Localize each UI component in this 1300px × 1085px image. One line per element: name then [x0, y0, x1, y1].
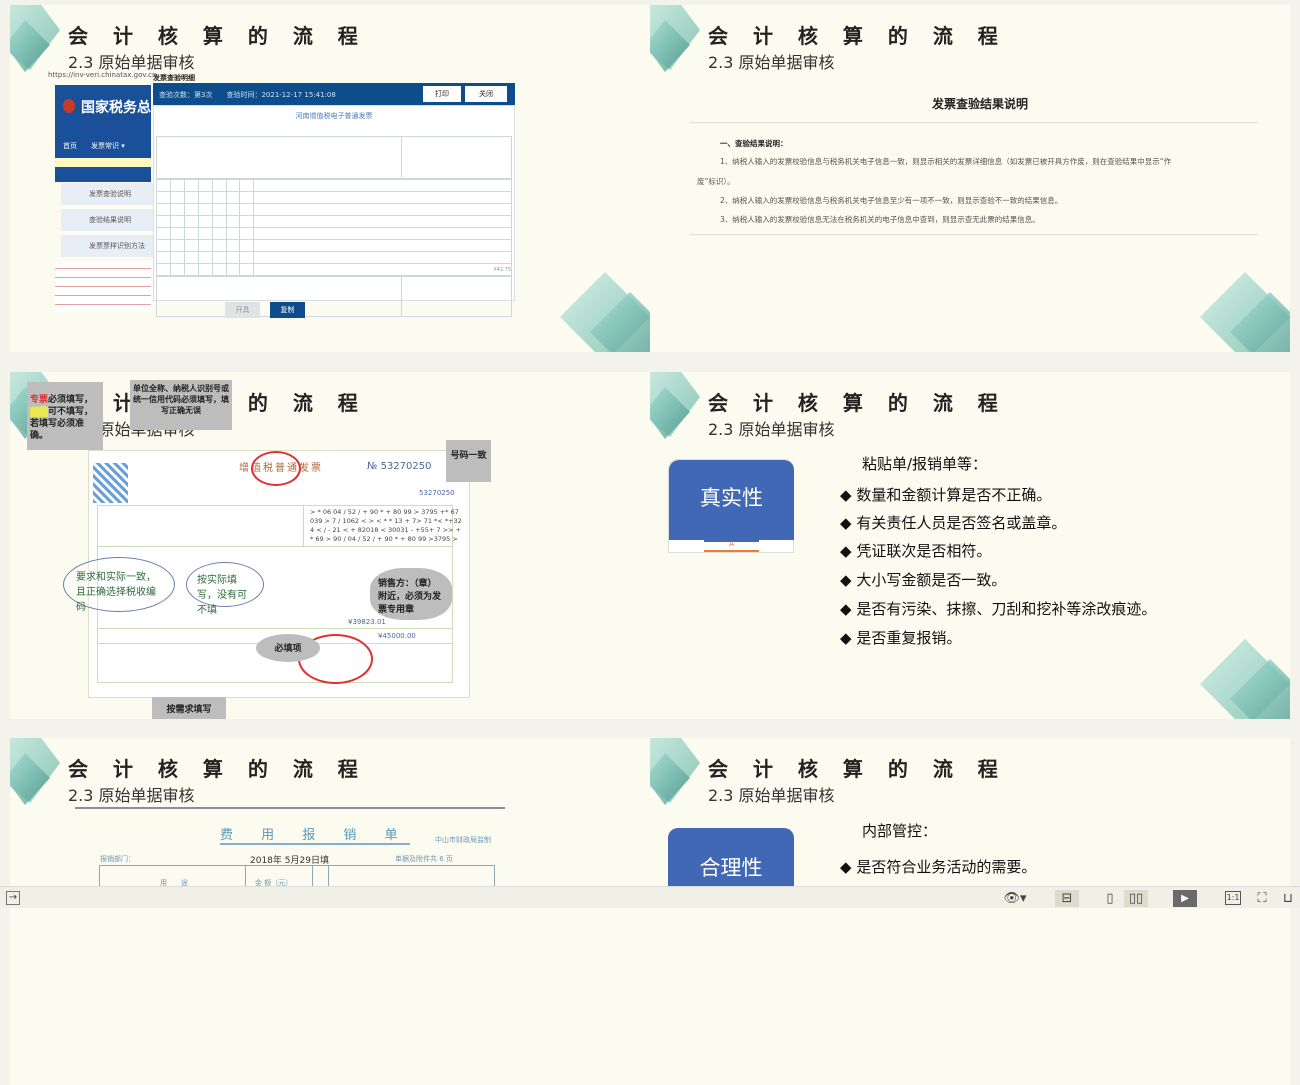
slide-subtitle: 2.3 原始单据审核 — [68, 53, 195, 72]
tax-site-banner: 国家税务总 首页 发票常识 ▾ — [55, 85, 151, 182]
nav-knowledge: 发票常识 ▾ — [91, 142, 125, 150]
eye-icon[interactable]: 👁▾ — [1003, 891, 1027, 906]
two-page-icon[interactable]: ▯▯ — [1124, 890, 1148, 907]
dept-label: 报销部门： — [100, 855, 135, 863]
close-button: 关闭 — [465, 86, 507, 102]
amount-big: ¥45000.00 — [378, 632, 416, 640]
cipher-area: > * 06 04 / 52 / + 90 * + 80 99 > 3795 +… — [310, 508, 462, 543]
attachments: 单据及附件共 6 页 — [395, 855, 453, 863]
nav-home: 首页 — [63, 142, 77, 150]
slide-title: 会 计 核 算 的 流 程 — [68, 757, 367, 781]
result-heading: 发票查验结果说明 — [931, 97, 1028, 111]
bullet-item: ◆ 是否有污染、抹擦、刀刮和挖补等涂改痕迹。 — [840, 600, 1157, 618]
callout-number-match: 号码一致 — [446, 440, 491, 482]
fit-window-icon[interactable]: ⛶ — [1257, 891, 1267, 906]
invoice-number-2: 53270250 — [419, 489, 455, 497]
tax-seal-icon — [251, 451, 301, 486]
slide-subtitle: 2.3 原始单据审核 — [708, 786, 835, 805]
slide-subtitle: 2.3 原始单据审核 — [708, 420, 835, 439]
bullet-item: ◆ 凭证联次是否相符。 — [840, 542, 992, 560]
bullet-item: ◆ 数量和金额计算是否不正确。 — [840, 486, 1052, 504]
slide-subtitle: 2.3 原始单据审核 — [708, 53, 835, 72]
invoice-name: 河南增值税电子普通发票 — [295, 112, 373, 120]
emblem-icon — [63, 99, 75, 113]
dialog-header: 查验次数：第3次 查验时间：2021-12-17 15:41:08 打印 关闭 — [153, 83, 515, 105]
result-line: 废”标识）。 — [697, 177, 735, 186]
slide-thumbnail-1[interactable]: 会 计 核 算 的 流 程 2.3 原始单据审核 https://inv-ver… — [10, 5, 650, 352]
slideshow-icon[interactable]: ▶ — [1173, 890, 1197, 907]
status-bar: → 👁▾ ⊟ ▯ ▯▯ ▶ 1:1 ⛶ ⊔ — [0, 886, 1300, 908]
slide-title: 会 计 核 算 的 流 程 — [708, 757, 1007, 781]
authenticity-box: 真实性 — [669, 460, 794, 540]
section-heading: 一、查验结果说明： — [720, 139, 788, 148]
form-issuer: 中山市财政局监制 — [435, 836, 491, 844]
url-text: https://inv-veri.chinatax.gov.cn — [48, 71, 157, 79]
copy-button: 复制 — [270, 302, 305, 318]
menu-item: 发票票样识别方法 — [61, 235, 157, 257]
bullet-item: ◆ 有关责任人员是否签名或盖章。 — [840, 514, 1067, 532]
single-page-icon[interactable]: ▯ — [1106, 891, 1114, 906]
menu-item: 查验结果说明 — [61, 209, 157, 231]
decorative-diamond-icon — [550, 252, 650, 352]
callout-required: 必填项 — [256, 634, 320, 662]
slide-thumbnail-6[interactable]: 会 计 核 算 的 流 程 2.3 原始单据审核 合理性 内部管控： ◆ 是否符… — [650, 738, 1290, 1085]
actual-size-icon[interactable]: 1:1 — [1225, 891, 1241, 905]
total-amount: ¥42.75 — [253, 263, 512, 276]
dialog-title: 发票查验明细 — [153, 74, 195, 82]
bullet-item: ◆ 是否重复报销。 — [840, 629, 962, 647]
form-title: 费 用 报 销 单 — [220, 824, 410, 845]
result-line: 1、纳税人输入的发票校验信息与税务机关电子信息一致，则显示相关的发票详细信息（如… — [720, 157, 1172, 166]
menu-item: 发票查验说明 — [61, 183, 157, 205]
callout-seller-seal: 销售方：（章）附近，必须为发票专用章 — [370, 568, 452, 620]
exit-icon[interactable]: → — [6, 891, 20, 905]
slide-title: 会 计 核 算 的 流 程 — [708, 24, 1007, 48]
query-info: 查验次数：第3次 查验时间：2021-12-17 15:41:08 — [159, 91, 336, 99]
qr-code-icon — [93, 463, 128, 503]
callout-unit-info: 单位全称、纳税人识别号或统一信用代码必须填写，填写正确无误 — [130, 380, 232, 430]
site-name: 国家税务总 — [81, 100, 151, 116]
slide-thumbnail-2[interactable]: 会 计 核 算 的 流 程 2.3 原始单据审核 发票查验结果说明 一、查验结果… — [650, 5, 1290, 352]
decorative-diamond-icon — [1190, 619, 1290, 719]
intro-text: 内部管控： — [862, 822, 938, 840]
slide-thumbnail-4[interactable]: 会 计 核 算 的 流 程 2.3 原始单据审核 真实性 A 粘贴单/报销单等：… — [650, 372, 1290, 719]
invoice-number: № 53270250 — [367, 461, 432, 472]
result-line: 2、纳税人输入的发票校验信息与税务机关电子信息至少有一项不一致，则显示查验不一致… — [720, 196, 1063, 205]
intro-text: 粘贴单/报销单等： — [862, 455, 988, 473]
print-button: 打印 — [423, 86, 461, 102]
form-date: 2018年 5月29日填 — [250, 856, 329, 866]
callout-ticket-type: 专票必须填写， 普票可不填写，若填写必须准确。 — [27, 382, 103, 450]
result-line: 3、纳税人输入的发票校验信息无法在税务机关的电子信息中查到，则显示查无此票的结果… — [720, 215, 1040, 224]
slide-title: 会 计 核 算 的 流 程 — [68, 24, 367, 48]
slide-title: 会 计 核 算 的 流 程 — [708, 391, 1007, 415]
slide-subtitle: 2.3 原始单据审核 — [68, 786, 195, 805]
fit-width-icon[interactable]: ⊔ — [1282, 891, 1294, 906]
amount-small: ¥39823.01 — [348, 618, 386, 626]
slide-thumbnail-3[interactable]: 会 计 核 算 的 流 程 2.3 原始单据审核 增值税普通发票 № 53270… — [10, 372, 650, 719]
callout-as-needed: 按需求填写 — [152, 697, 226, 719]
disabled-button: 开具 — [225, 302, 260, 318]
decorative-diamond-icon — [1190, 252, 1290, 352]
fit-page-icon[interactable]: ⊟ — [1055, 890, 1079, 907]
bullet-item: ◆ 大小写金额是否一致。 — [840, 571, 1007, 589]
bullet-item: ◆ 是否符合业务活动的需要。 — [840, 858, 1037, 876]
bubble-tax-code: 要求和实际一致，且正确选择税收编码 — [63, 557, 175, 613]
bubble-fill-actual: 按实际填写，没有可不填 — [186, 562, 264, 616]
slide-thumbnail-5[interactable]: 会 计 核 算 的 流 程 2.3 原始单据审核 费 用 报 销 单 中山市财政… — [10, 738, 650, 1085]
invoice-detail: 河南增值税电子普通发票 ¥42.75 — [153, 105, 515, 317]
